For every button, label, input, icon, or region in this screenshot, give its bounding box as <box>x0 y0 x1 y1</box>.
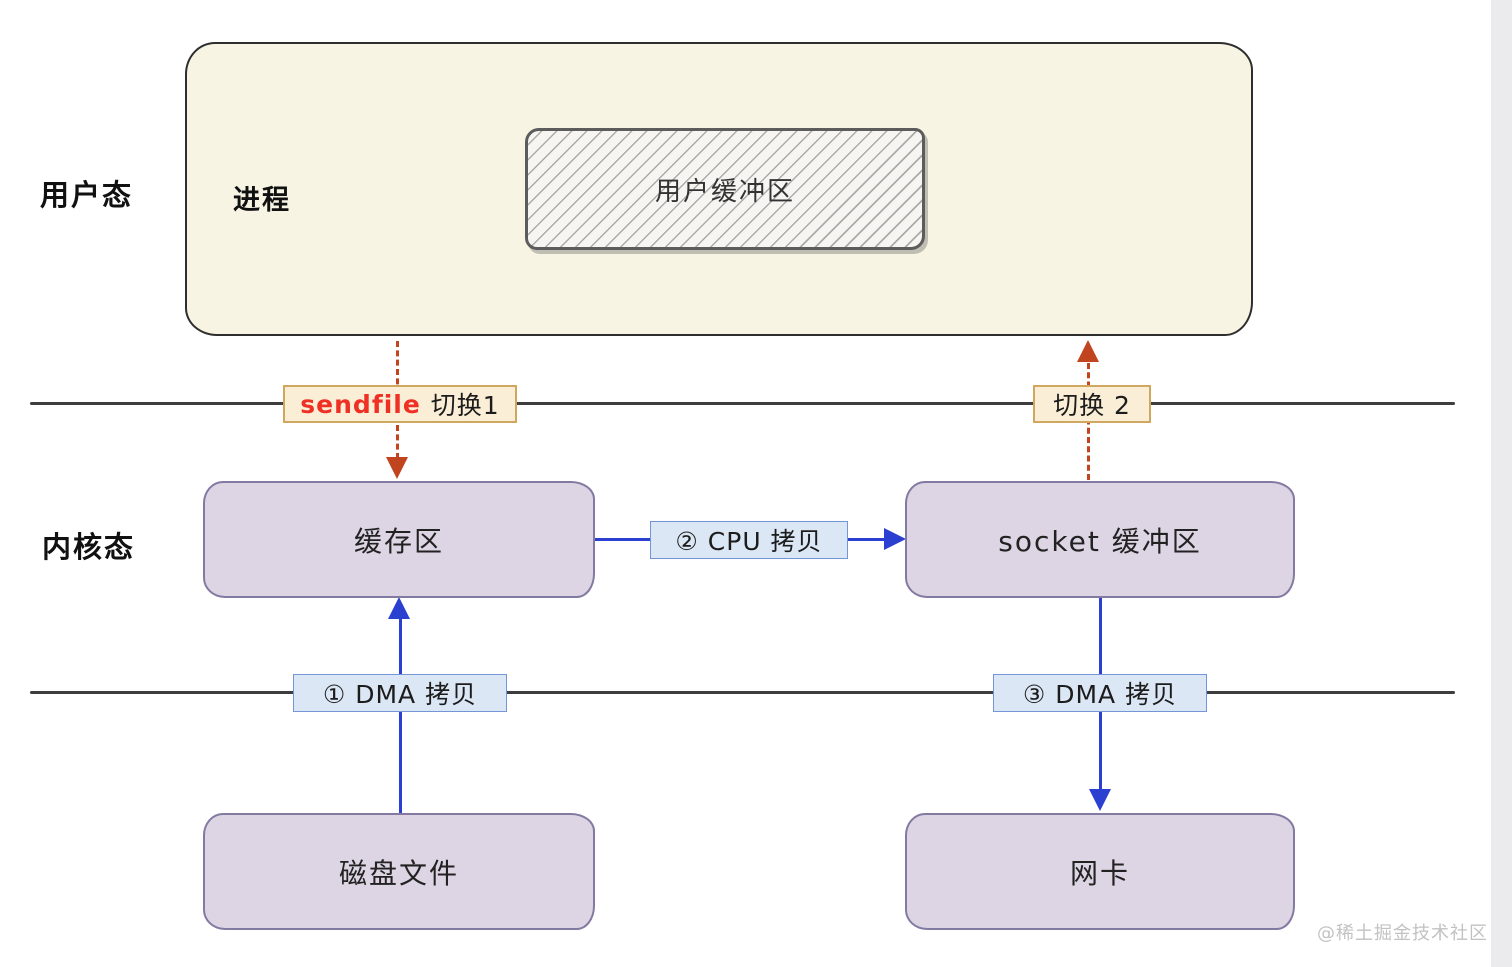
watermark: @稀土掘金技术社区 <box>1317 923 1488 944</box>
disk-file-label: 磁盘文件 <box>338 856 459 890</box>
cpu-copy-text: ② CPU 拷贝 <box>675 527 823 556</box>
user-buffer-label: 用户缓冲区 <box>654 176 795 207</box>
dma-copy3-arrowhead-down <box>1089 789 1111 811</box>
kernel-mode-lane-label: 内核态 <box>42 530 136 564</box>
disk-file-node: 磁盘文件 <box>203 813 595 930</box>
user-mode-lane-label: 用户态 <box>40 178 134 212</box>
socket-buffer-node: socket 缓冲区 <box>905 481 1295 598</box>
process-node: 进程 用户缓冲区 <box>185 42 1253 336</box>
cpu-copy-arrowhead-right <box>884 528 906 550</box>
switch2-text: 切换 2 <box>1053 391 1131 420</box>
user-buffer-node: 用户缓冲区 <box>525 128 925 250</box>
switch2-label: 切换 2 <box>1033 385 1151 423</box>
dma-copy1-arrowhead-up <box>388 597 410 619</box>
user-kernel-boundary-line <box>30 402 1455 405</box>
nic-node: 网卡 <box>905 813 1295 930</box>
cpu-copy-label: ② CPU 拷贝 <box>650 521 848 559</box>
dma-copy1-line <box>398 618 402 813</box>
sendfile-keyword: sendfile <box>300 389 421 419</box>
switch2-arrowhead-up <box>1077 340 1099 362</box>
kernel-hardware-boundary-line <box>30 691 1455 694</box>
dma-copy1-label: ① DMA 拷贝 <box>293 674 507 712</box>
dma-copy3-text: ③ DMA 拷贝 <box>1022 680 1178 709</box>
switch1-arrowhead-down <box>386 457 408 479</box>
kernel-buffer-node: 缓存区 <box>203 481 595 598</box>
socket-buffer-label: socket 缓冲区 <box>998 524 1202 558</box>
process-label: 进程 <box>233 185 291 216</box>
kernel-buffer-label: 缓存区 <box>353 524 444 558</box>
page-edge-strip <box>1491 0 1512 967</box>
dma-copy3-label: ③ DMA 拷贝 <box>993 674 1207 712</box>
nic-label: 网卡 <box>1069 856 1130 890</box>
switch1-text: 切换1 <box>430 391 500 420</box>
dma-copy1-text: ① DMA 拷贝 <box>322 680 478 709</box>
sendfile-switch1-label: sendfile 切换1 <box>283 385 517 423</box>
